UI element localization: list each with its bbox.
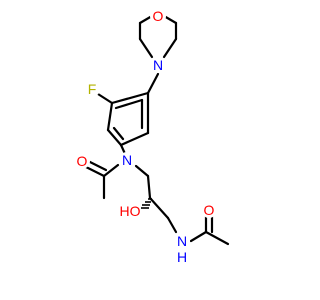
bond [82, 164, 106, 178]
atom-hydroxyl: HO [120, 203, 141, 219]
bond [189, 230, 208, 243]
atom-n-morpholine: N [153, 57, 163, 73]
bond [134, 164, 150, 178]
bond [148, 196, 170, 220]
atom-h-amide-right: H [177, 249, 187, 265]
atom-n-amide: N [122, 152, 132, 168]
bond [162, 14, 178, 25]
atom-fluorine: F [88, 81, 97, 97]
atom-labels: O N F N O HO N H O [74, 8, 217, 265]
bond [166, 216, 178, 234]
bond [86, 159, 108, 172]
bond [114, 98, 144, 110]
bond [106, 128, 123, 147]
bond [138, 14, 154, 25]
bond [110, 91, 150, 105]
atom-o-acetyl-left: O [77, 153, 88, 169]
bond [162, 37, 178, 59]
structure-canvas: O N F N O HO N H O [74, 8, 230, 265]
atom-o-morpholine: O [153, 8, 164, 24]
bond [112, 126, 125, 141]
bond [146, 174, 152, 200]
bond [204, 230, 230, 246]
bond [102, 163, 120, 178]
bond [138, 37, 154, 59]
bond [146, 72, 160, 95]
bond [96, 92, 114, 105]
molecule-diagram: O N F N O HO N H O [74, 8, 230, 265]
bond [119, 131, 150, 147]
bonds [82, 14, 230, 246]
atom-o-acetyl-right: O [204, 202, 215, 218]
bond [106, 101, 114, 132]
atom-n-amide-right: N [177, 233, 187, 249]
